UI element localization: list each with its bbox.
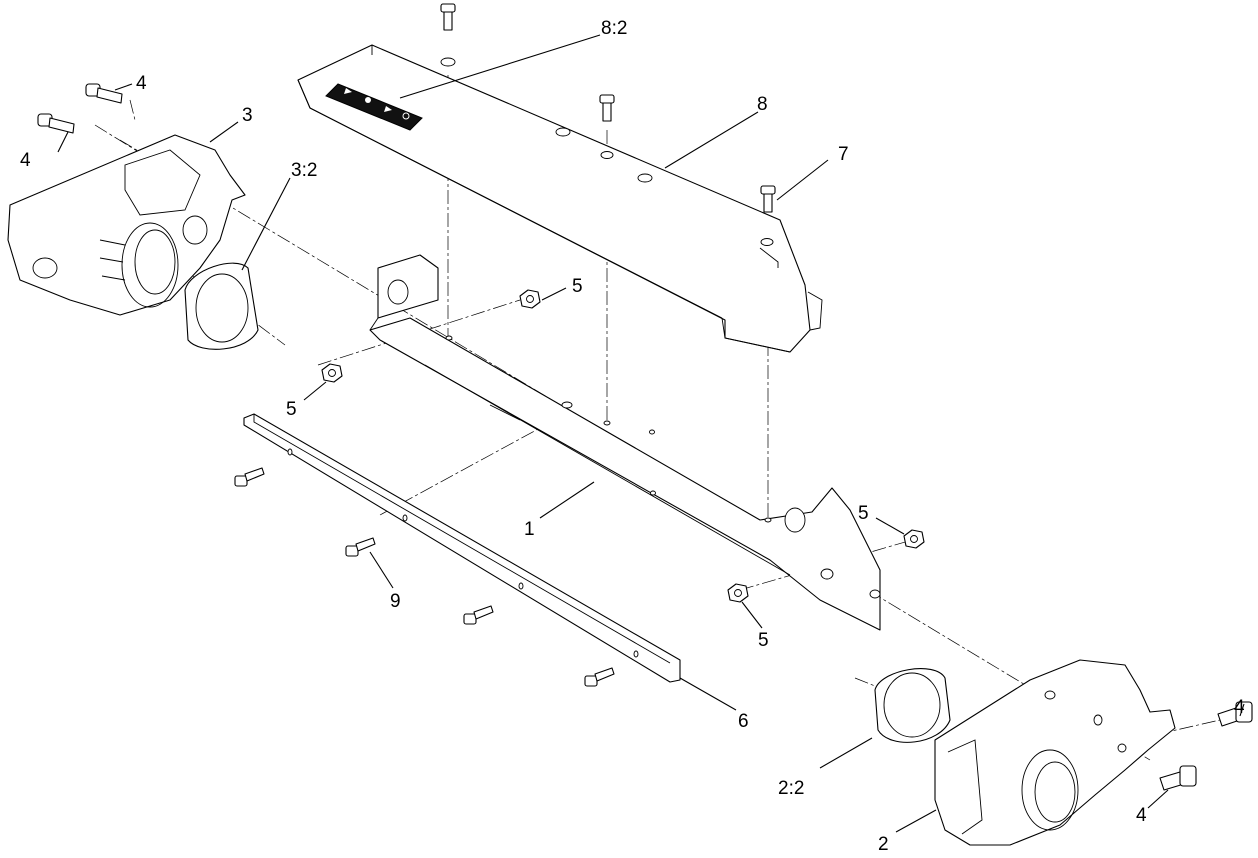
callout-7: 7 xyxy=(838,144,849,165)
side-bolt-4-d xyxy=(1159,765,1197,791)
leader-lines xyxy=(57,34,1245,833)
part-1-frame-rail xyxy=(369,254,881,631)
part-3-left-side-plate xyxy=(7,134,246,316)
callout-4-topleft-b: 4 xyxy=(20,150,31,171)
skid-bolt-b xyxy=(345,537,376,557)
callout-5-a: 5 xyxy=(572,276,583,297)
hand-crush-icon xyxy=(365,97,371,103)
callout-3-2: 3:2 xyxy=(291,160,317,181)
skid-bolt-d xyxy=(584,667,615,687)
part-2-right-side-plate xyxy=(934,659,1176,846)
callout-5-b: 5 xyxy=(286,399,297,420)
part-6-skid-rail xyxy=(243,413,681,683)
part-3-2-left-bearing-ring xyxy=(184,262,259,350)
cover-bolt-b xyxy=(599,94,615,122)
callout-3: 3 xyxy=(242,105,253,126)
rotating-blade-icon xyxy=(402,112,410,120)
skid-bolt-a xyxy=(234,467,265,487)
callout-5-d: 5 xyxy=(758,630,769,651)
callout-2: 2 xyxy=(878,834,889,855)
callout-8-2: 8:2 xyxy=(601,18,627,39)
nut-5-a xyxy=(519,289,541,309)
callout-4-topleft-a: 4 xyxy=(136,73,147,94)
nut-5-d xyxy=(727,583,749,603)
cover-bolt-c xyxy=(760,185,776,213)
callout-4-right-b: 4 xyxy=(1136,805,1147,826)
nut-5-b xyxy=(321,363,343,383)
callout-2-2: 2:2 xyxy=(778,778,804,799)
callout-8: 8 xyxy=(757,94,768,115)
callout-9: 9 xyxy=(390,591,401,612)
nut-5-c xyxy=(903,529,925,549)
part-2-2-right-bearing-ring xyxy=(874,668,951,743)
callout-5-c: 5 xyxy=(858,503,869,524)
hazard-icon xyxy=(384,106,392,112)
callout-1: 1 xyxy=(524,519,535,540)
callout-4-right-a: 4 xyxy=(1234,697,1245,718)
callout-6: 6 xyxy=(738,711,749,732)
side-bolt-4-b xyxy=(37,113,75,134)
cover-bolt-a xyxy=(440,3,456,31)
side-bolt-4-c xyxy=(1217,701,1253,727)
callout-labels: 8:2 8 7 4 4 3 3:2 5 5 5 5 1 9 6 2:2 2 4 … xyxy=(20,18,1245,855)
skid-bolt-c xyxy=(463,605,494,625)
warning-triangle-icon xyxy=(344,88,352,94)
warning-decal xyxy=(325,83,423,131)
part-8-cover xyxy=(297,44,823,353)
side-bolt-4-a xyxy=(85,83,123,104)
